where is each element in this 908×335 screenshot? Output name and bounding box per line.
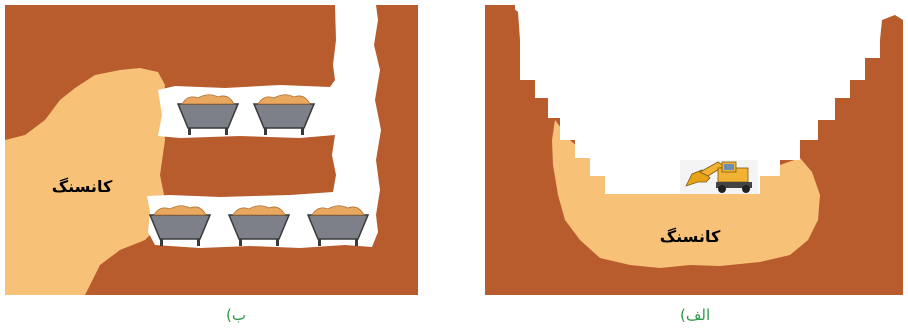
ore-body [5, 68, 165, 295]
mine-cart [252, 94, 316, 135]
open-pit-panel: کانسنگ [485, 5, 903, 295]
mine-cart [306, 205, 370, 246]
ore-label-left: کانسنگ [52, 177, 113, 196]
mine-cart [227, 205, 291, 246]
ore-label-right: کانسنگ [660, 227, 721, 246]
caption-left: ب) [226, 306, 246, 324]
excavator-icon [680, 160, 758, 194]
underground-mine-panel: کانسنگ [5, 5, 418, 295]
mine-cart [176, 94, 240, 135]
caption-right: الف) [680, 306, 711, 324]
open-pit [510, 5, 903, 194]
mine-cart [148, 205, 212, 246]
